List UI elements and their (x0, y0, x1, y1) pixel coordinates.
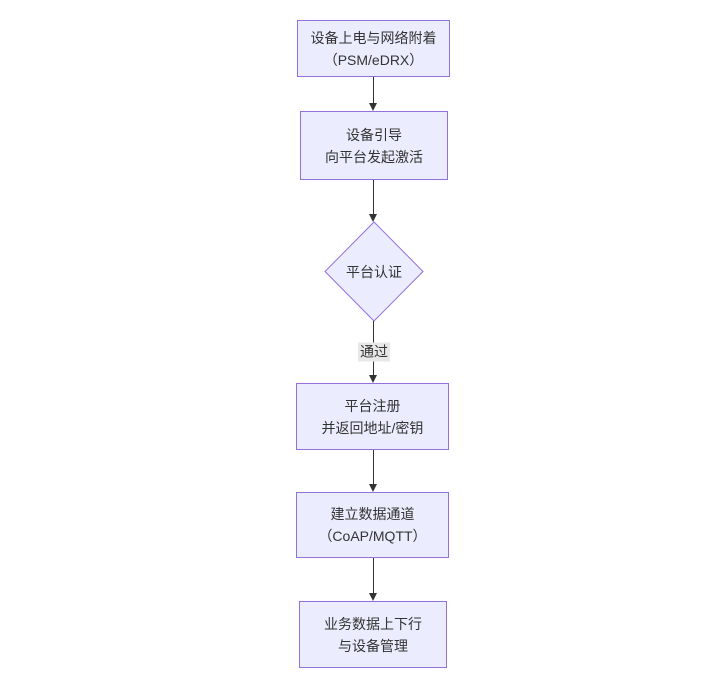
node-text-line: 业务数据上下行 (324, 615, 422, 632)
edge-line (373, 558, 374, 594)
node-text-line: 向平台发起激活 (325, 148, 423, 165)
edge-line (373, 450, 374, 485)
diamond-shape (324, 221, 424, 322)
edge-label-pass: 通过 (358, 342, 390, 362)
edge-bootstrap-to-auth (369, 180, 378, 222)
edge-power-to-bootstrap (369, 77, 378, 111)
node-text-line: （PSM/eDRX） (323, 51, 424, 68)
node-text-line: （CoAP/MQTT） (318, 528, 427, 544)
arrowhead-down-icon (369, 103, 377, 111)
arrowhead-down-icon (369, 484, 377, 492)
edge-register-to-channel (369, 450, 378, 492)
node-platform-register: 平台注册 并返回地址/密钥 (296, 383, 449, 450)
arrowhead-down-icon (369, 375, 377, 383)
node-data-channel: 建立数据通道 （CoAP/MQTT） (296, 492, 449, 558)
decision-platform-auth: 平台认证 (324, 221, 424, 322)
node-business-data-management: 业务数据上下行 与设备管理 (299, 601, 447, 668)
edge-line (373, 180, 374, 215)
node-text-line: 设备上电与网络附着 (310, 29, 437, 46)
node-text-line: 并返回地址/密钥 (321, 419, 424, 436)
node-text-line: 建立数据通道 (330, 506, 415, 522)
edge-line (373, 77, 374, 104)
arrowhead-down-icon (369, 214, 377, 222)
edge-channel-to-business (369, 558, 378, 601)
node-device-bootstrap: 设备引导 向平台发起激活 (300, 111, 448, 180)
node-text-line: 平台注册 (344, 397, 401, 414)
node-power-on-network-attach: 设备上电与网络附着 （PSM/eDRX） (297, 20, 450, 77)
node-text-line: 平台认证 (346, 263, 402, 280)
arrowhead-down-icon (369, 593, 377, 601)
node-text-line: 与设备管理 (338, 637, 408, 654)
node-text-line: 设备引导 (346, 126, 402, 143)
